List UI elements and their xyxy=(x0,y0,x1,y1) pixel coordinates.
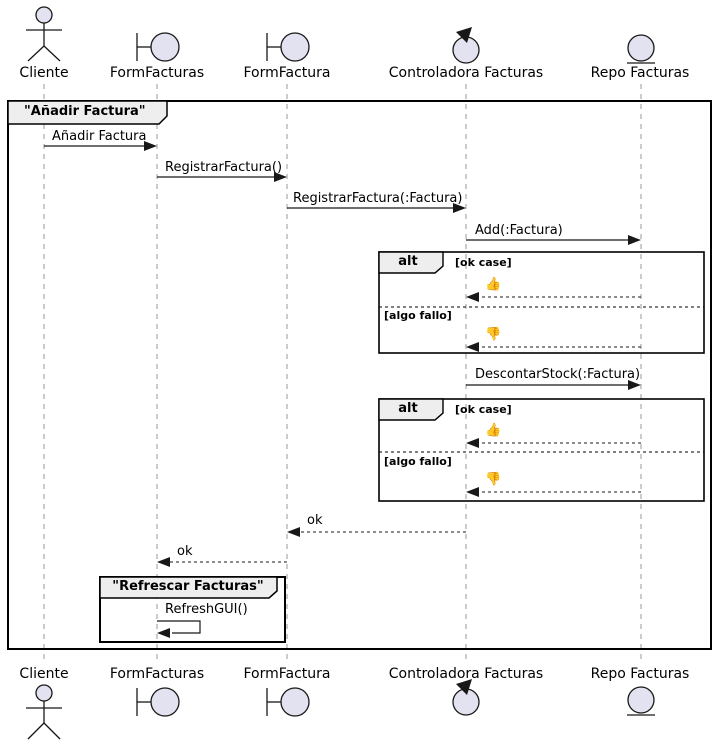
message-label-refresh-gui: RefreshGUI() xyxy=(165,602,248,617)
participant-label-controladora-bottom: Controladora Facturas xyxy=(388,666,544,682)
actor-icon-cliente-top xyxy=(26,6,62,62)
participant-label-repo-top: Repo Facturas xyxy=(590,65,690,81)
arrowhead xyxy=(466,292,479,302)
boundary-icon-formfactura-top xyxy=(266,32,310,62)
actor-icon-cliente-bottom xyxy=(26,684,62,740)
arrowhead xyxy=(144,141,157,151)
participant-label-formfacturas-top: FormFacturas xyxy=(109,65,205,81)
arrowhead xyxy=(628,380,641,390)
participant-label-formfactura-bottom: FormFactura xyxy=(243,666,331,682)
entity-icon-repo-bottom xyxy=(627,686,655,716)
lifelines xyxy=(43,84,642,664)
boundary-icon-formfactura-bottom xyxy=(266,687,310,717)
alt-frame-2 xyxy=(378,398,705,502)
message-label-ok-2: ok xyxy=(177,544,193,559)
message-label-registrar-factura-param: RegistrarFactura(:Factura) xyxy=(293,191,463,206)
alt2-guard-ok: [ok case] xyxy=(455,403,512,416)
sync-messages xyxy=(44,145,634,386)
message-label-ok-1: ok xyxy=(307,513,323,528)
arrowhead xyxy=(453,203,466,213)
arrowhead xyxy=(466,438,479,448)
return-arrowheads xyxy=(157,292,479,567)
message-label-add-factura: Add(:Factura) xyxy=(475,223,563,238)
frame-refrescar-facturas xyxy=(99,576,286,643)
participant-label-cliente-top: Cliente xyxy=(19,65,69,81)
thumbs-down-icon: 👎 xyxy=(485,327,502,342)
alt-operator-tab xyxy=(378,398,444,421)
alt-operator-tab xyxy=(378,251,444,274)
thumbs-down-icon: 👎 xyxy=(485,472,502,487)
alt2-operator-label: alt xyxy=(398,401,418,416)
message-label-anadir-factura: Añadir Factura xyxy=(52,129,147,144)
thumbs-up-icon: 👍 xyxy=(485,277,502,292)
thumbs-up-icon: 👍 xyxy=(485,423,502,438)
participant-label-formfacturas-bottom: FormFacturas xyxy=(109,666,205,682)
frame-title-anadir-factura: "Añadir Factura" xyxy=(24,104,146,119)
alt2-guard-fail: [algo fallo] xyxy=(384,455,452,468)
arrowhead xyxy=(287,527,300,537)
message-label-registrar-factura: RegistrarFactura() xyxy=(165,160,283,175)
alt-frame-1 xyxy=(378,251,705,354)
arrowhead xyxy=(466,342,479,352)
frame-title-refrescar-facturas: "Refrescar Facturas" xyxy=(112,579,264,594)
frame-anadir-factura xyxy=(7,100,712,650)
boundary-icon-formfacturas-top xyxy=(136,32,180,62)
frame-title-tab xyxy=(7,100,168,125)
self-message-refresh-gui xyxy=(157,620,201,638)
return-messages xyxy=(164,296,641,563)
arrowhead xyxy=(157,557,170,567)
control-icon-controladora-bottom xyxy=(452,679,480,716)
control-icon-controladora-top xyxy=(452,27,480,64)
alt1-guard-ok: [ok case] xyxy=(455,256,512,269)
arrowhead xyxy=(274,172,287,182)
participant-label-repo-bottom: Repo Facturas xyxy=(590,666,690,682)
arrowhead xyxy=(466,487,479,497)
sync-arrowheads xyxy=(144,141,641,390)
boundary-icon-formfacturas-bottom xyxy=(136,687,180,717)
message-label-descontar-stock: DescontarStock(:Factura) xyxy=(475,367,641,382)
alt1-operator-label: alt xyxy=(398,254,418,269)
participant-label-controladora-top: Controladora Facturas xyxy=(388,65,544,81)
arrowhead xyxy=(628,235,641,245)
participant-label-formfactura-top: FormFactura xyxy=(243,65,331,81)
participant-label-cliente-bottom: Cliente xyxy=(19,666,69,682)
entity-icon-repo-top xyxy=(627,34,655,64)
alt1-guard-fail: [algo fallo] xyxy=(384,309,452,322)
frame-title-tab xyxy=(99,576,278,599)
